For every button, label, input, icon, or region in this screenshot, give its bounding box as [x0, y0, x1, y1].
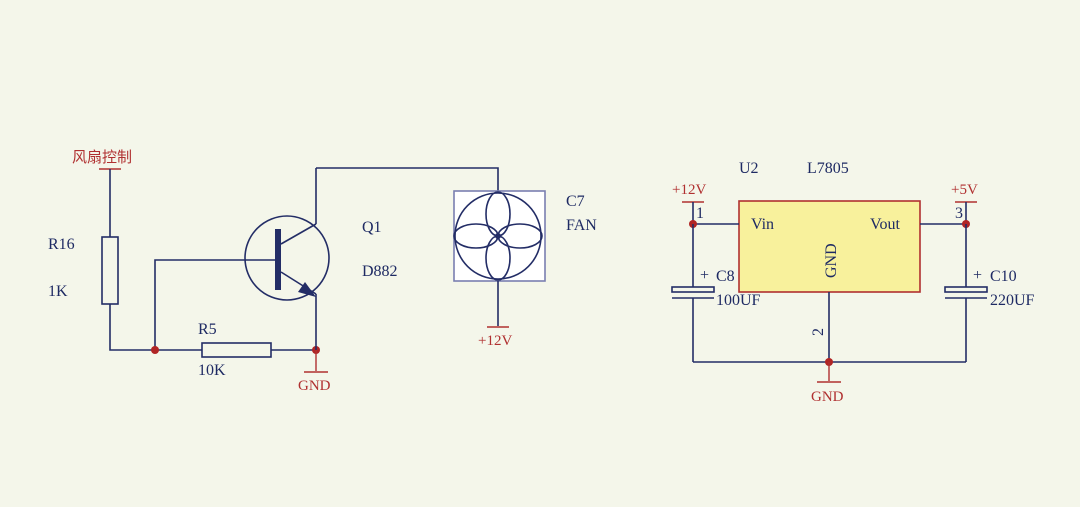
r5-value: 10K — [198, 362, 226, 379]
fan-supply-label: +12V — [478, 333, 512, 349]
fan-control-net-label: 风扇控制 — [72, 148, 132, 166]
c10-plate-positive — [944, 286, 988, 293]
c8-value: 100UF — [716, 292, 761, 309]
fan-ring — [454, 192, 542, 280]
wire-base — [154, 259, 276, 350]
c8-plate-positive — [671, 286, 715, 293]
u2-pin-gnd: GND — [823, 243, 840, 278]
fan-hub — [495, 233, 501, 239]
pin3-number: 3 — [955, 205, 963, 222]
gnd-right-label: GND — [811, 389, 844, 405]
u2-part: L7805 — [807, 160, 849, 177]
r16-resistor — [101, 236, 119, 305]
pin1-number: 1 — [696, 205, 704, 222]
pin2-number: 2 — [810, 328, 827, 336]
c10-value: 220UF — [990, 292, 1035, 309]
junction-base-node — [151, 346, 159, 354]
q1-ref: Q1 — [362, 219, 382, 236]
wire-r16-to-r5 — [109, 304, 202, 351]
wire-collector-to-fan — [316, 167, 499, 191]
q1-part: D882 — [362, 263, 398, 280]
fan-symbol — [453, 190, 546, 282]
fan-ref: C7 — [566, 193, 585, 210]
output-supply-label: +5V — [951, 182, 978, 198]
input-supply-label: +12V — [672, 182, 706, 198]
r16-value: 1K — [48, 283, 68, 300]
fan-label: FAN — [566, 217, 597, 234]
q1-collector-leg — [280, 223, 317, 245]
r5-resistor — [201, 342, 272, 358]
q1-transistor-body — [244, 215, 330, 301]
q1-emitter-arrow — [298, 282, 316, 297]
r5-ref: R5 — [198, 321, 217, 338]
c10-ref: C10 — [990, 268, 1017, 285]
gnd-left-label: GND — [298, 378, 331, 394]
c8-plus-sign: + — [700, 267, 709, 284]
r16-ref: R16 — [48, 236, 75, 253]
u2-ref: U2 — [739, 160, 759, 177]
c8-ref: C8 — [716, 268, 735, 285]
c10-plus-sign: + — [973, 267, 982, 284]
u2-pin-vin: Vin — [751, 216, 774, 233]
u2-pin-vout: Vout — [870, 216, 900, 233]
